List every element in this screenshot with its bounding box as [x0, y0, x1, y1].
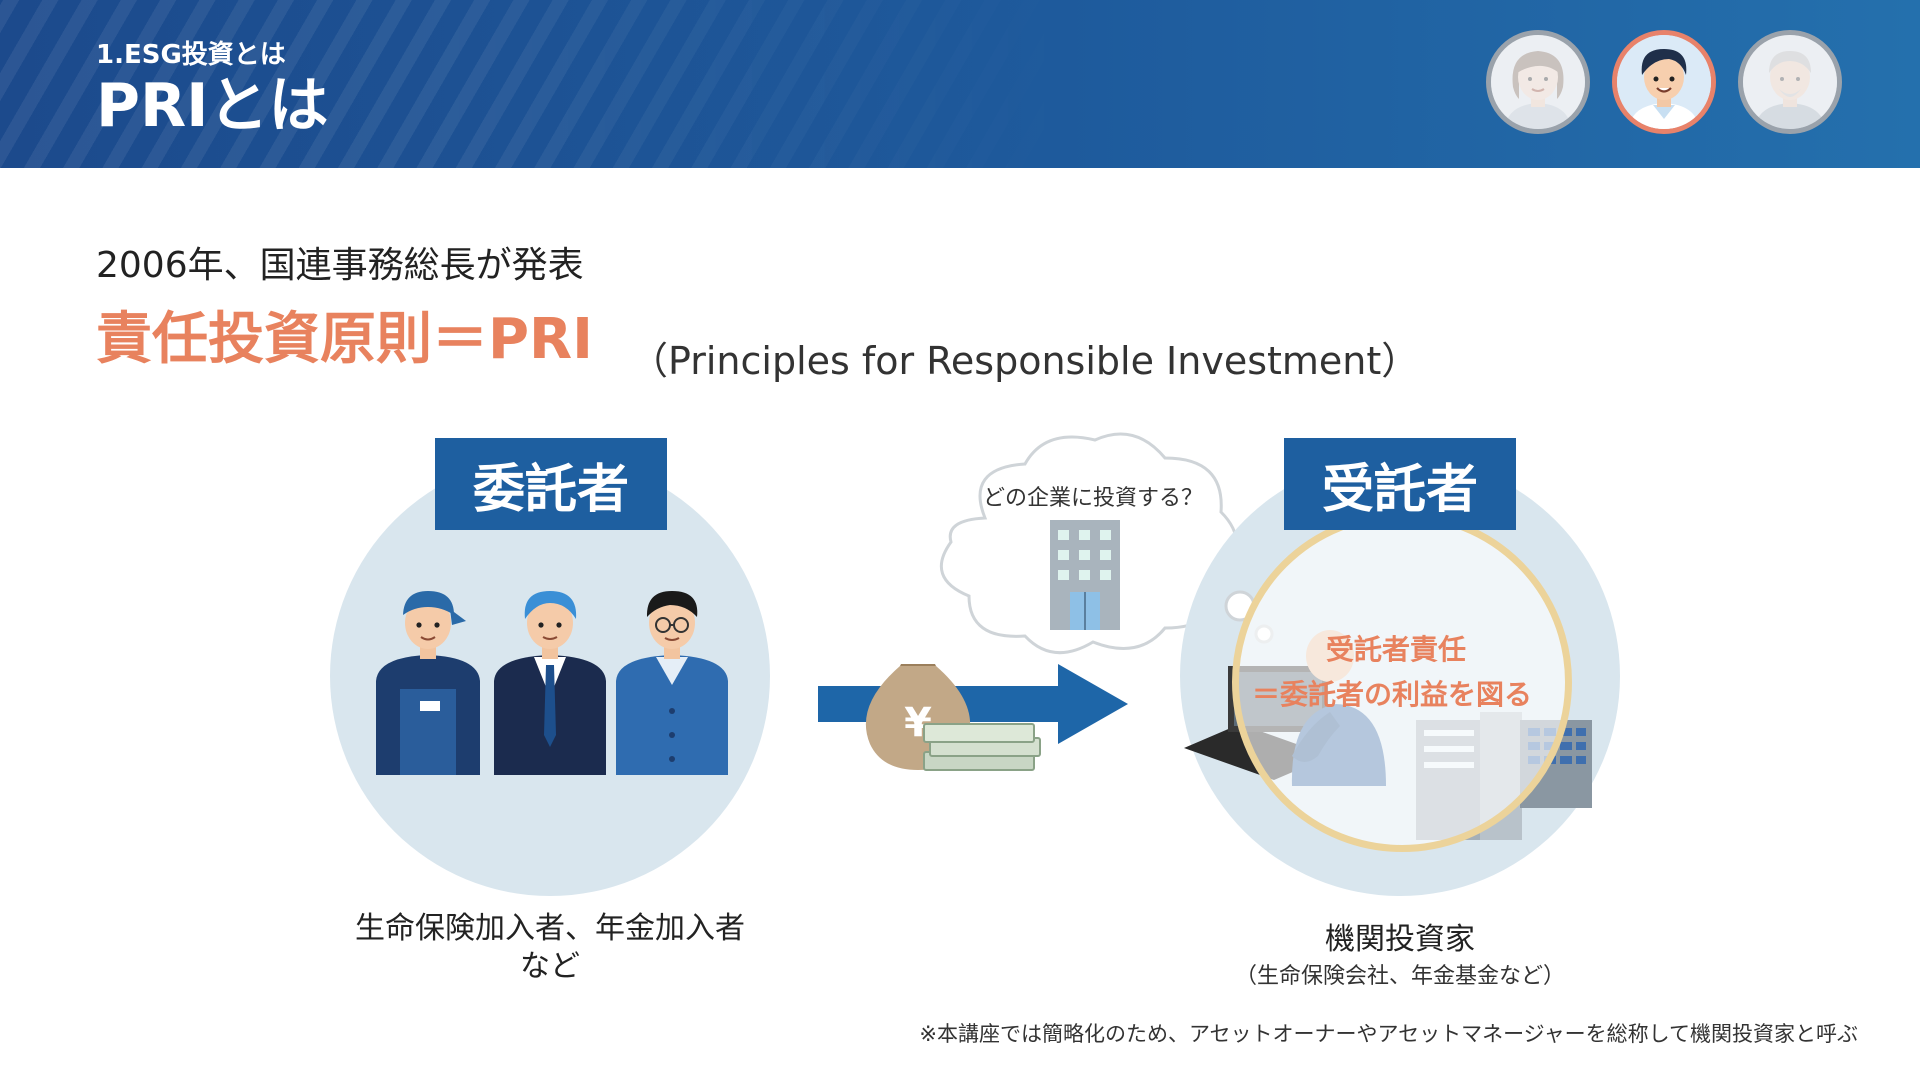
trustee-caption: 機関投資家 [1325, 922, 1475, 957]
pri-subtitle: （Principles for Responsible Investment） [630, 339, 1420, 383]
worker-person-icon [376, 591, 480, 775]
header-stripes [0, 0, 1100, 168]
arrow-right-icon: ¥ [818, 664, 1128, 771]
magnifier-lens [1232, 512, 1572, 852]
trustee-duty-description: ＝委託者の利益を図る [1252, 678, 1533, 711]
glasses-person-icon [616, 591, 728, 775]
person-elder-icon [1743, 35, 1837, 129]
person-female-icon [1491, 35, 1585, 129]
three-people-icon [376, 591, 728, 775]
avatar-female-presenter[interactable] [1486, 30, 1590, 134]
building-icon [1050, 520, 1120, 630]
trustee-duty-title: 受託者責任 [1326, 633, 1467, 666]
person-male-icon [1617, 35, 1711, 129]
avatar-elder-presenter[interactable] [1738, 30, 1842, 134]
section-label: 1.ESG投資とは [96, 40, 286, 70]
thought-text: どの企業に投資する？ [983, 486, 1204, 511]
entruster-caption: 生命保険加入者、年金加入者 など [330, 910, 770, 985]
entruster-caption-line1: 生命保険加入者、年金加入者 [355, 911, 745, 946]
intro-text: 2006年、国連事務総長が発表 [96, 245, 584, 286]
trustee-label: 受託者 [1284, 438, 1516, 530]
pri-title: 責任投資原則＝PRI [96, 307, 593, 372]
trustee-caption-sub: （生命保険会社、年金基金など） [1234, 964, 1565, 989]
page-title: PRIとは [96, 71, 329, 141]
suit-person-icon [494, 591, 606, 775]
entruster-label: 委託者 [435, 438, 667, 530]
entruster-caption-line2: など [520, 948, 580, 984]
footnote: ※本講座では簡略化のため、アセットオーナーやアセットマネージャーを総称して機関投… [919, 1022, 1858, 1046]
slide-header: 1.ESG投資とは PRIとは [0, 0, 1920, 168]
avatar-male-presenter[interactable] [1612, 30, 1716, 134]
cash-stack-icon [923, 723, 1041, 771]
